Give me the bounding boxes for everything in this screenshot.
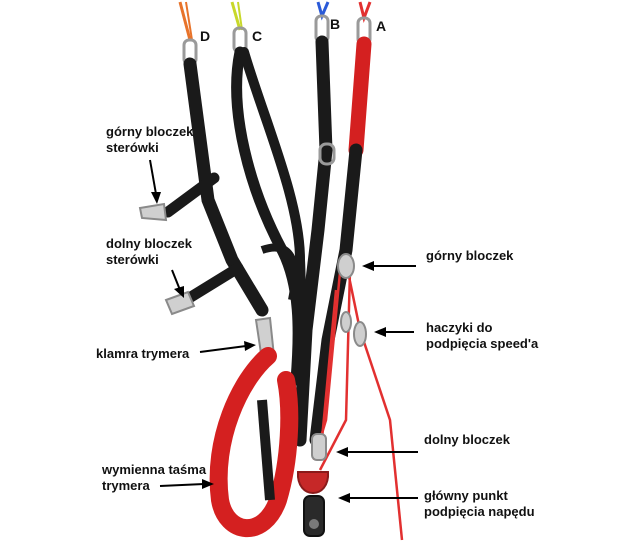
label-dolny-bloczek: dolny bloczek (424, 432, 510, 448)
riser-label-b: B (330, 16, 341, 32)
label-klamra-trymera: klamra trymera (96, 346, 189, 362)
label-wymienna-tasma-trymera: wymienna taśma trymera (102, 462, 206, 494)
label-line: haczyki do (426, 320, 493, 335)
label-line: główny punkt (424, 488, 508, 503)
arrow-gorny-bloczek (362, 261, 416, 271)
arrow-klamra-trymera (199, 341, 256, 353)
arrow-haczyki (374, 327, 414, 337)
trimmer-strap (209, 347, 299, 538)
label-line: górny bloczek (106, 124, 194, 139)
label-line: sterówki (106, 252, 159, 267)
label-gorny-bloczek-sterowki: górny bloczek sterówki (106, 124, 193, 156)
arrow-gorny-bloczek-sterowki (149, 159, 161, 204)
annotation-arrows (149, 159, 418, 503)
b-riser (293, 35, 336, 447)
label-line: sterówki (106, 140, 159, 155)
label-line: wymienna taśma (102, 462, 207, 477)
speed-hooks (340, 311, 367, 347)
label-line: dolny bloczek (106, 236, 192, 251)
arrow-dolny-bloczek-sterowki (171, 269, 184, 298)
main-attachment-point (296, 471, 330, 537)
arrow-dolny-bloczek (336, 447, 418, 457)
top-maillons (182, 14, 372, 66)
label-haczyki-speed: haczyki do podpięcia speed'a (426, 320, 538, 352)
label-line: klamra trymera (96, 346, 190, 361)
arrow-wymienna-tasma (159, 479, 214, 489)
label-line: podpięcia napędu (424, 504, 535, 519)
riser-label-d: D (200, 28, 211, 44)
arrow-glowny-punkt (338, 493, 418, 503)
brake-pulleys (138, 202, 196, 316)
d-riser (162, 57, 269, 317)
label-line: trymera (102, 478, 150, 493)
riser-label-a: A (376, 18, 387, 34)
label-dolny-bloczek-sterowki: dolny bloczek sterówki (106, 236, 192, 268)
label-line: podpięcia speed'a (426, 336, 539, 351)
riser-label-c: C (252, 28, 263, 44)
top-pulley (337, 253, 355, 279)
label-line: dolny bloczek (424, 432, 510, 447)
label-gorny-bloczek: górny bloczek (426, 248, 513, 264)
label-glowny-punkt: główny punkt podpięcia napędu (424, 488, 535, 520)
bottom-pulley (311, 433, 327, 461)
label-line: górny bloczek (426, 248, 514, 263)
